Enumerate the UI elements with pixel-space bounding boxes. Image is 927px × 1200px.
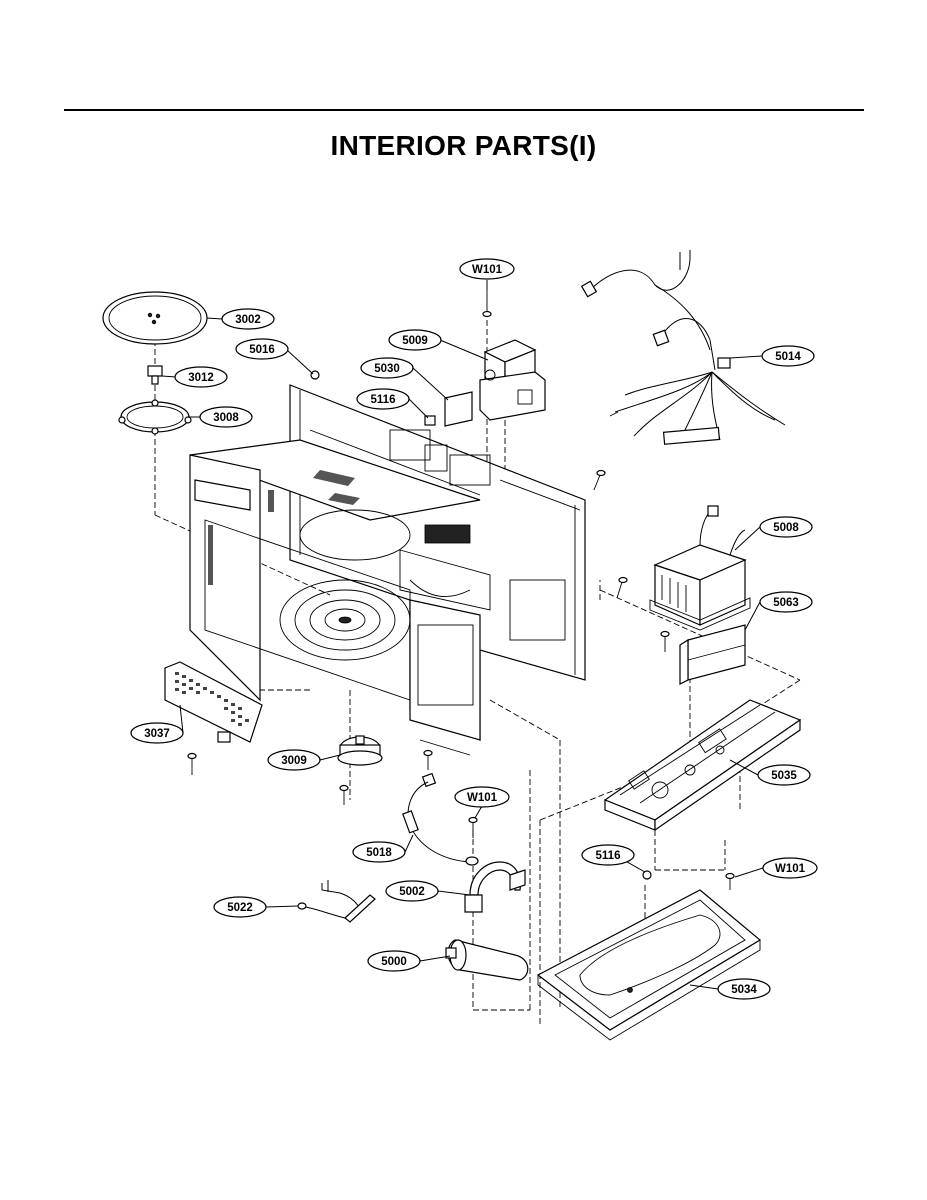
callout-3002: 3002 xyxy=(221,308,275,330)
callout-w101-right: W101 xyxy=(762,857,818,879)
callout-3012: 3012 xyxy=(174,366,228,388)
label-5022: 5022 xyxy=(227,902,253,914)
callout-5034: 5034 xyxy=(717,978,771,1000)
turntable-tray-part xyxy=(102,291,208,345)
callout-w101-top: W101 xyxy=(459,258,515,280)
hv-capacitor-part xyxy=(445,939,529,981)
label-3002: 3002 xyxy=(235,314,261,326)
callout-3009: 3009 xyxy=(267,749,321,771)
transformer-bracket-part xyxy=(679,624,746,685)
callout-5016: 5016 xyxy=(235,338,289,360)
label-5063: 5063 xyxy=(773,597,799,609)
callout-3037: 3037 xyxy=(130,722,184,744)
label-5034: 5034 xyxy=(731,984,757,996)
page-title: INTERIOR PARTS(I) xyxy=(330,130,597,161)
label-5030: 5030 xyxy=(374,363,400,375)
base-plate-part xyxy=(603,699,802,832)
label-3037: 3037 xyxy=(144,728,170,740)
callout-5000: 5000 xyxy=(367,950,421,972)
roller-ring-part xyxy=(118,399,192,435)
motor-cover-part xyxy=(164,661,263,743)
label-5016: 5016 xyxy=(249,344,275,356)
label-w101-right: W101 xyxy=(775,863,806,875)
callout-5063: 5063 xyxy=(759,591,813,613)
label-w101-top: W101 xyxy=(472,264,503,276)
label-5014: 5014 xyxy=(775,351,801,363)
hv-diode-part xyxy=(297,880,376,923)
label-3012: 3012 xyxy=(188,372,214,384)
screws-misc xyxy=(187,370,735,890)
thermostat-part xyxy=(424,391,473,427)
screw-w101-top xyxy=(482,290,492,318)
turntable-motor-part xyxy=(337,735,383,766)
label-w101-mid: W101 xyxy=(467,792,498,804)
label-5008: 5008 xyxy=(773,522,799,534)
callout-5002: 5002 xyxy=(385,880,439,902)
wire-harness-part xyxy=(580,250,786,445)
capacitor-bracket-part xyxy=(464,861,526,913)
label-5000: 5000 xyxy=(381,956,407,968)
callout-5008: 5008 xyxy=(759,516,813,538)
base-cover-part xyxy=(536,889,762,1041)
label-5002: 5002 xyxy=(399,886,425,898)
oven-cavity-assembly xyxy=(189,384,586,756)
fuse-wire-part xyxy=(402,772,479,866)
label-5035: 5035 xyxy=(771,770,797,782)
header-rule xyxy=(64,109,864,111)
callout-5030: 5030 xyxy=(360,357,414,379)
callout-5035: 5035 xyxy=(757,764,811,786)
callout-5116-bottom: 5116 xyxy=(581,844,635,866)
transformer-part xyxy=(649,505,751,631)
magnetron-part xyxy=(479,339,546,421)
label-3008: 3008 xyxy=(213,412,239,424)
label-5116-top: 5116 xyxy=(371,394,396,406)
callout-5014: 5014 xyxy=(761,345,815,367)
callout-w101-mid: W101 xyxy=(454,786,510,808)
label-5116-bottom: 5116 xyxy=(596,850,621,862)
callout-5018: 5018 xyxy=(352,841,406,863)
callout-3008: 3008 xyxy=(199,406,253,428)
label-5018: 5018 xyxy=(366,847,392,859)
label-3009: 3009 xyxy=(281,755,307,767)
callout-5116-top: 5116 xyxy=(356,388,410,410)
label-5009: 5009 xyxy=(402,335,428,347)
turntable-coupler-part xyxy=(147,365,163,385)
callout-5009: 5009 xyxy=(388,329,442,351)
callout-5022: 5022 xyxy=(213,896,267,918)
